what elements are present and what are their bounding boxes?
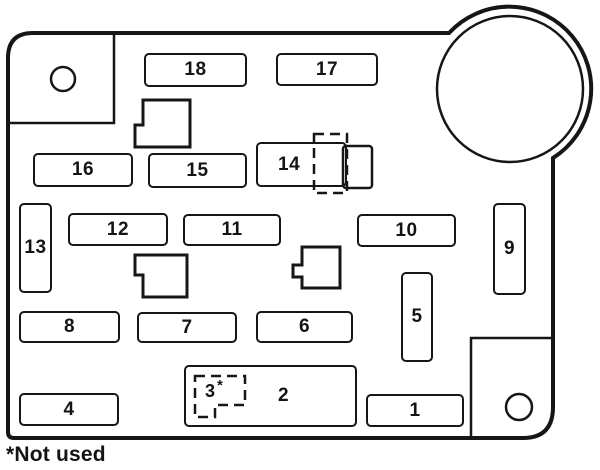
fuse-9: 9	[493, 203, 526, 295]
fuse-2: 2	[184, 365, 357, 427]
enclosure-outline	[6, 4, 594, 440]
fuse-4: 4	[19, 393, 119, 426]
fuse-10: 10	[357, 214, 456, 247]
fuse-11: 11	[183, 214, 281, 246]
notched-component-below-12	[133, 253, 189, 299]
notched-component-above-6	[291, 245, 342, 290]
large-round-connector	[435, 14, 585, 164]
fuse-16: 16	[33, 153, 133, 187]
fuse-15: 15	[148, 153, 247, 188]
not-used-note: *Not used	[6, 443, 106, 466]
dashed-outline-at-14	[312, 132, 349, 195]
fuse-17: 17	[276, 53, 378, 86]
fuse-3-label: 3 *	[205, 377, 223, 402]
bottom-right-mount-block	[469, 336, 552, 437]
dashed-outline-fuse-3	[193, 374, 247, 419]
fuse-8: 8	[19, 311, 120, 343]
fuse-1: 1	[366, 394, 464, 427]
fuse-12: 12	[68, 213, 168, 246]
fuse-13: 13	[19, 203, 52, 293]
fuse-3-number: 3	[205, 381, 216, 401]
bottom-right-mount-hole	[504, 392, 534, 422]
top-left-mount-hole	[49, 65, 77, 93]
fuse-7: 7	[137, 312, 237, 343]
top-left-mount-block	[9, 34, 116, 125]
fuse-14: 14	[256, 142, 347, 187]
fuse-3-not-used-asterisk: *	[217, 377, 223, 394]
fuse-18: 18	[144, 53, 247, 87]
fuse-5: 5	[401, 272, 433, 362]
notched-component-below-18	[133, 98, 192, 149]
fuse-6: 6	[256, 311, 353, 343]
component-right-of-14	[341, 144, 374, 190]
